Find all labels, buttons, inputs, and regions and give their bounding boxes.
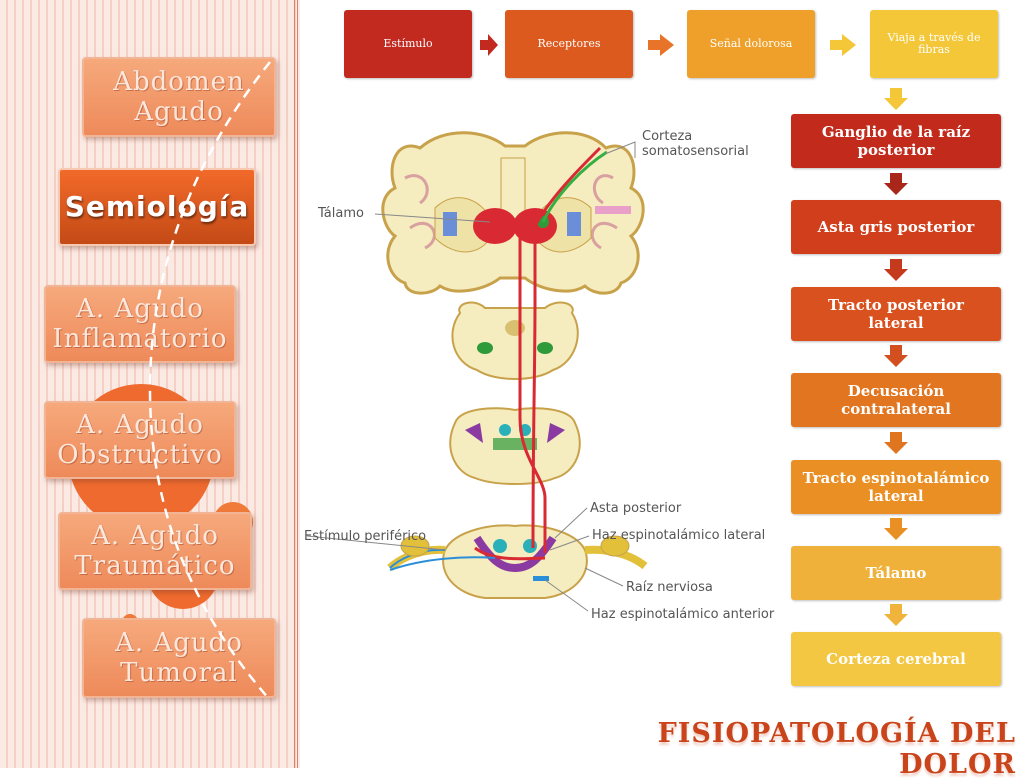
sidebar-item-a-agudo-traumatico[interactable]: A. Agudo Traumático [58,512,252,590]
flow-step-receptores: Receptores [505,10,633,78]
flow-step-senal-dolorosa: Señal dolorosa [687,10,815,78]
midbrain-section [451,301,579,380]
decorative-dashed-curve [148,61,271,701]
arrow-right-icon [480,34,498,60]
arrow-right-icon [830,34,856,60]
pain-pathway-line [474,236,547,561]
pathway-step-corteza: Corteza cerebral [791,632,1001,686]
spinal-cord-section [387,524,648,599]
pathway-step-espinotalamico: Tracto espinotalámico lateral [791,460,1001,514]
label-estimulo-periferico: Estímulo periférico [304,529,427,544]
arrow-right-icon [648,34,674,60]
pathway-step-ganglio: Ganglio de la raíz posterior [791,114,1001,168]
label-corteza: Corteza somatosensorial [642,129,749,159]
arrow-down-icon [884,88,908,110]
sidebar-item-a-agudo-tumoral[interactable]: A. Agudo Tumoral [82,618,276,698]
brain-section [381,131,645,295]
arrow-down-icon [884,173,908,195]
pathway-step-tracto-posterior: Tracto posterior lateral [791,287,1001,341]
pathway-step-decusacion: Decusación contralateral [791,373,1001,427]
sidebar-item-a-agudo-obstructivo[interactable]: A. Agudo Obstructivo [44,401,236,479]
sidebar-item-abdomen-agudo[interactable]: Abdomen Agudo [82,57,276,137]
medulla-section [449,407,581,485]
arrow-down-icon [884,518,908,540]
arrow-down-icon [884,259,908,281]
flow-step-viaja-fibras: Viaja a través de fibras [870,10,998,78]
sidebar-item-semiologia[interactable]: Semiología [58,168,256,246]
sidebar-item-a-agudo-inflamatorio[interactable]: A. Agudo Inflamatorio [44,285,236,363]
pathway-step-asta-gris: Asta gris posterior [791,200,1001,254]
pain-pathway-diagram [306,131,648,612]
label-talamo: Tálamo [318,206,364,221]
label-raiz-nerviosa: Raíz nerviosa [626,580,713,595]
label-haz-lateral: Haz espinotalámico lateral [592,528,766,543]
flow-step-estimulo: Estímulo [344,10,472,78]
label-haz-anterior: Haz espinotalámico anterior [591,607,775,622]
arrow-down-icon [884,604,908,626]
arrow-down-icon [884,345,908,367]
pathway-step-talamo: Tálamo [791,546,1001,600]
label-asta-posterior: Asta posterior [590,501,682,516]
arrow-down-icon [884,432,908,454]
page-title: FISIOPATOLOGÍA DEL DOLOR [657,718,1016,780]
